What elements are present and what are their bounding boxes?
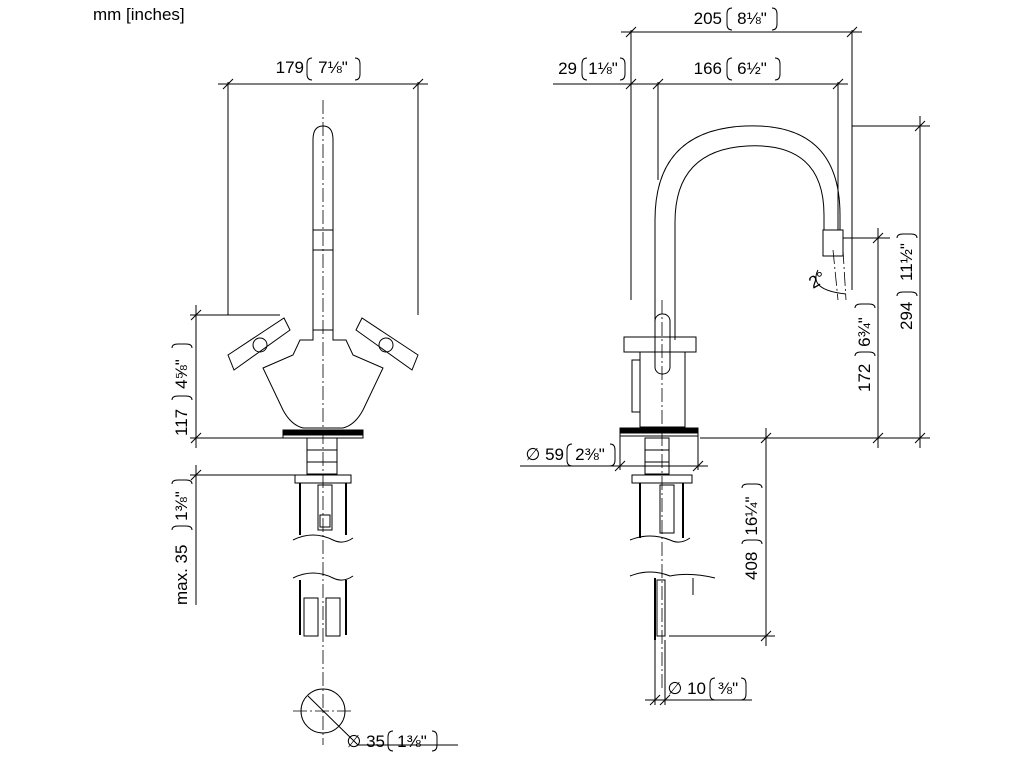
dim-side-hose-dia: ∅ 10 ⅜": [645, 640, 752, 706]
dim-side-reach-in: 6½": [737, 59, 767, 78]
dim-side-offset-reach: 29 1⅛" 166 6½": [553, 57, 848, 90]
side-body: [639, 351, 686, 428]
dim-side-base-dia: ∅ 59 2⅜": [520, 436, 708, 472]
dim-hose-dia-in: ⅜": [718, 679, 738, 698]
side-view: 205 8⅛" 29 1⅛" 166 6½" 2°: [520, 7, 930, 706]
dim-side-spout-height: 172 6¾": [854, 228, 884, 448]
dim-front-mount: max. 35 1⅜": [171, 465, 295, 605]
front-view: 179 7⅛": [171, 57, 458, 752]
units-label: mm [inches]: [93, 5, 185, 24]
dim-side-offset-in: 1⅛": [588, 59, 618, 78]
dim-hose-length-in: 16¼": [742, 496, 761, 535]
dim-front-height-in: 4⅝": [172, 359, 191, 389]
dim-side-overall-width-in: 8⅛": [737, 9, 767, 28]
dim-side-offset-mm: 29: [558, 59, 577, 78]
dim-front-mount-mm: max. 35: [172, 545, 191, 605]
dim-side-height-mm: 294: [897, 302, 916, 330]
dim-base-dia-mm: ∅ 59: [526, 445, 564, 464]
dim-side-height: 294 11½": [896, 116, 926, 448]
front-left-handle: [227, 317, 291, 371]
dim-side-reach-mm: 166: [694, 59, 722, 78]
dim-hole-mm: ∅ 35: [347, 732, 385, 751]
dim-side-overall-width-mm: 205: [694, 9, 722, 28]
dim-hose-length-mm: 408: [742, 552, 761, 580]
side-angle-label: 2°: [806, 268, 830, 293]
dim-hole-in: 1⅜": [397, 732, 427, 751]
front-body: [262, 329, 384, 429]
dim-front-width-in: 7⅛": [318, 58, 348, 77]
dim-front-height: 117 4⅝": [171, 305, 283, 448]
side-handle-lever: [654, 313, 671, 375]
dim-front-width-mm: 179: [276, 58, 304, 77]
dim-front-width: 179 7⅛": [218, 57, 428, 315]
dim-front-height-mm: 117: [172, 409, 191, 436]
side-spout-outer: [654, 125, 841, 340]
dim-side-hose-length: 408 16¼": [669, 428, 775, 646]
dim-side-spout-height-mm: 172: [855, 364, 874, 392]
dim-side-height-in: 11½": [897, 243, 916, 281]
side-aerator: [822, 229, 844, 257]
side-spout-inner: [674, 145, 825, 340]
front-right-handle: [355, 317, 419, 371]
side-base-plate: [619, 427, 699, 434]
side-handle-bar: [623, 336, 697, 353]
dim-base-dia-in: 2⅜": [575, 445, 605, 464]
dim-side-overall-width: 205 8⅛": [621, 7, 862, 38]
dim-front-mount-in: 1⅜": [172, 491, 191, 521]
dim-side-spout-height-in: 6¾": [855, 317, 874, 347]
dim-hose-dia-mm: ∅ 10: [668, 679, 706, 698]
